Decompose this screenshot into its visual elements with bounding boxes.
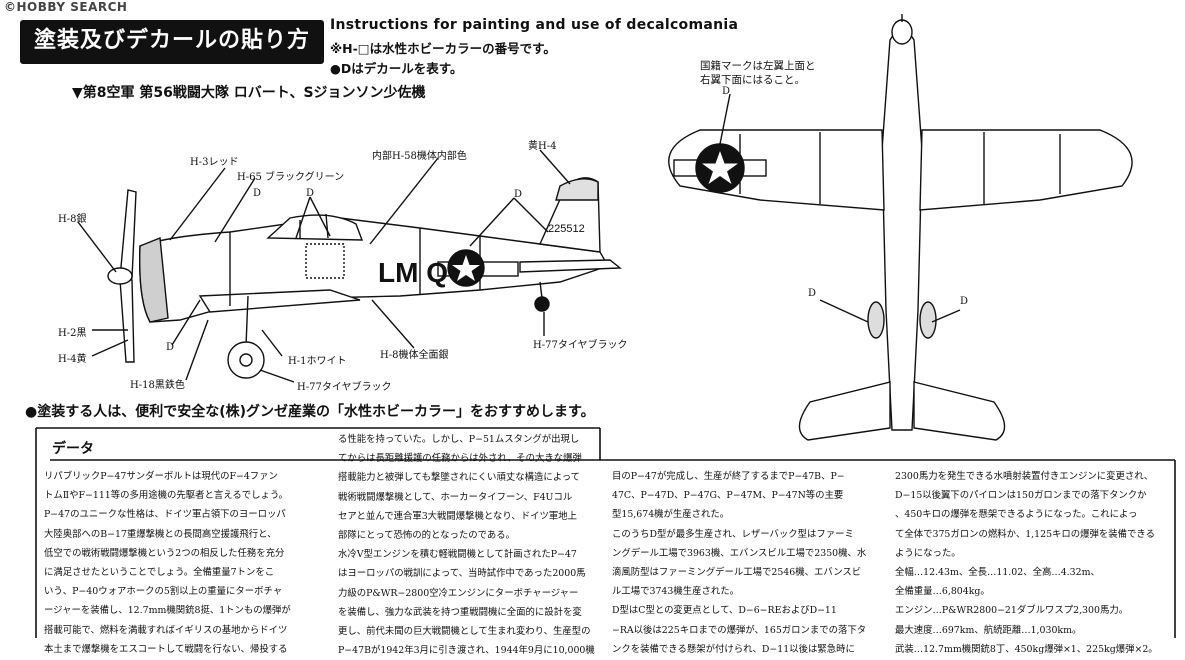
data-column-4: 2300馬力を発生できる水噴射装置付きエンジンに変更され、 D−15以後翼下のパ… [895,467,1173,659]
data-text-line: P−47のユニークな性格は、ドイツ軍占領下のヨーロッパ [44,509,286,521]
top-view-drawing [668,14,1133,441]
label-h4: H-4黄 [58,354,87,365]
label-h18: H-18黒鉄色 [130,380,185,391]
propeller-blade-top [119,189,137,279]
label-h8-body: H-8機体全面銀 [380,350,449,361]
data-text-line: を装備し、強力な武装を持つ重戦闘機に全面的に設計を変 [338,606,582,618]
label-d-wing: D [722,86,731,97]
codes-text: LM Q [378,257,448,288]
aircraft-subtitle: ▼第8空軍 第56戦闘大隊 ロバート、Sジョンソン少佐機 [72,85,426,101]
data-text-line: 、450キロの爆弾を懸架できるようになった。これによっ [895,509,1138,521]
label-d-cowl: D [253,188,262,199]
data-text-line: 本土まで爆撃機をエスコートして戦闘を行ない、帰投する [44,643,288,655]
data-text-line: 部隊にとって恐怖の的となったのである。 [338,530,515,542]
insignia-star [452,255,480,281]
data-text-line: に満足させたということでしょう。全備重量7トンをこ [44,567,275,579]
data-text-line: 力級のP&WR−2800空冷エンジンにターボチャージャー [338,587,579,599]
data-text-line: ル工場で3743機生産された。 [612,586,739,598]
data-text-line: トムⅡやF−111等の多用途機の先駆者と言えるでしょう。 [44,490,289,502]
data-text-line: ようになった。 [895,547,961,559]
data-text-line: 2300馬力を発生できる水噴射装置付きエンジンに変更され、 [895,471,1154,482]
page-title: 塗装及びデカールの貼り方 [20,20,324,64]
data-text-line: 水冷V型エンジンを積む軽戦闘機として計画されたP−47 [338,549,577,561]
mission-marks [305,243,345,279]
data-column-3: 目のP−47が完成し、生産が終了するまでP−47B、P− 47C、P−47D、P… [612,467,878,659]
insignia-note-line1: 国籍マークは左翼上面と [700,60,816,72]
label-d-tail: D [514,189,523,200]
cowling-front [139,237,169,323]
data-text-line: て全体で375ガロンの燃料か、1,125キロの爆弾を装備できる [895,528,1155,540]
data-text-line: ングデール工場で3963機、エバンスビル工場で2350機、水 [612,547,867,559]
data-text-line: このうちD型が最多生産され、レザーバック型はファーミ [612,528,854,540]
data-text-line: 滴風防型はファーミングデール工場で2546機、エバンスビ [612,567,862,579]
label-h3: H-3レッド [190,157,239,168]
right-wing [919,129,1133,211]
label-h8-prop: H-8銀 [58,214,87,225]
data-text-line: 搭載可能で、燃料を満載すればイギリスの基地からドイツ [44,624,288,636]
data-text-line: 型15,674機が生産された。 [612,509,730,521]
english-title: Instructions for painting and use of dec… [330,17,739,33]
data-text-line: セアと並んで連合軍3大戦闘爆撃機となり、ドイツ軍地上 [338,510,578,522]
data-text-line: 搭載能力と被弾しても撃墜されにくい頑丈な構造によって [338,472,581,484]
data-text-line: D型はC型との変更点として、D−6−REおよびD−11 [612,605,837,617]
insignia-note-line2: 右翼下面にはること。 [700,74,805,86]
data-text-line: はヨーロッパの戦訓によって、当時試作中であった2000馬 [338,568,586,580]
color-number-note: ※H-□は水性ホビーカラーの番号です。 [330,41,556,56]
watermark: ©HOBBY SEARCH [4,0,128,14]
data-text-line: 目のP−47が完成し、生産が終了するまでP−47B、P− [612,471,845,482]
canopy [266,214,364,241]
spinner [107,267,133,285]
data-frame [35,427,1176,638]
top-fuselage [881,29,923,431]
label-h58: 内部H-58機体内部色 [372,151,467,162]
data-text-line: 47C、P−47D、P−47G、P−47M、P−47N等の主要 [612,490,844,502]
label-h2: H-2黒 [58,328,87,339]
label-d-gear: D [166,342,175,353]
data-text-line: てからは長距離援護の任務からは外され、その大きな爆弾 [338,453,582,465]
data-heading: データ [52,441,94,457]
data-text-line: P−47Bが1942年3月に引き渡され、1944年9月に10,000機 [338,645,595,657]
data-text-line: −RA以後は225キロまでの爆弾が、165ガロンまでの落下タ [612,624,867,636]
data-text-line: 更し、前代未聞の巨大戦闘機として生まれ変わり、生産型の [338,626,591,638]
decal-note: ●Dはデカールを表す。 [330,61,463,76]
data-text-line: エンジン…P&WR2800−21ダブルワスプ2,300馬力。 [895,605,1129,617]
data-text-line: 最大速度…697km、航続距離…1,030km。 [895,624,1082,636]
right-stabilizer [913,381,1006,441]
side-view-drawing: LM Q 225512 [77,149,622,383]
propeller-blade-bottom [119,279,135,363]
data-text-line: 大陸奥部へのB−17重爆撃機との長間高空援護飛行と、 [44,528,277,540]
data-column-2: る性能を持っていた。しかし、P−51ムスタングが出現し てからは長距離援護の任務… [338,430,604,660]
label-h65: H-65 ブラックグリーン [237,172,345,183]
label-h1: H-1ホワイト [288,356,347,367]
data-text-line: ンクを装備できる懸架が付けられ、D−11以後は緊急時に [612,643,855,655]
label-h77-main: H-77タイヤブラック [297,382,392,393]
data-text-line: る性能を持っていた。しかし、P−51ムスタングが出現し [338,434,580,445]
label-d-right-gear: D [960,296,969,307]
data-text-line: 全幅…12.43m、全長…11.02、全高…4.32m、 [895,567,1100,579]
wing [198,289,361,313]
serial-text: 225512 [548,223,585,235]
data-text-line: リパブリックP−47サンダーボルトは現代のF−4ファン [44,471,278,482]
data-text-line: 全備重量…6,804kg。 [895,586,990,598]
data-text-line: いう、P−40ウォアホークの5割以上の重量にターボチャ [44,586,283,598]
left-stabilizer [798,381,891,441]
label-h4-yellow: 黄H-4 [528,141,557,152]
tail-wheel [534,296,550,312]
data-text-line: D−15以後翼下のパイロンは150ガロンまでの落下タンクか [895,490,1147,502]
data-text-line: 低空での戦術戦闘爆撃機という2つの相反した任務を充分 [44,547,285,559]
data-text-line: 戦術戦闘爆撃機として、ホーカータイフーン、F4Uコル [338,491,573,503]
tail-fin-tip [555,178,599,201]
label-d-left-gear: D [808,288,817,299]
data-column-1: リパブリックP−47サンダーボルトは現代のF−4ファン トムⅡやF−111等の多… [44,467,328,659]
wing-insignia-star [702,151,738,184]
data-text-line: 武装…12.7mm機関銃8丁、450kg爆弾×1、225kg爆弾×2。 [895,643,1158,655]
recommendation-text: ●塗装する人は、便利で安全な(株)グンゼ産業の「水性ホビーカラー」をおすすめしま… [25,404,595,420]
label-h77-tail: H-77タイヤブラック [533,340,628,351]
label-d-cockpit: D [306,188,315,199]
data-text-line: ージャーを装備し、12.7mm機関銃8挺、1トンもの爆弾が [44,605,291,617]
